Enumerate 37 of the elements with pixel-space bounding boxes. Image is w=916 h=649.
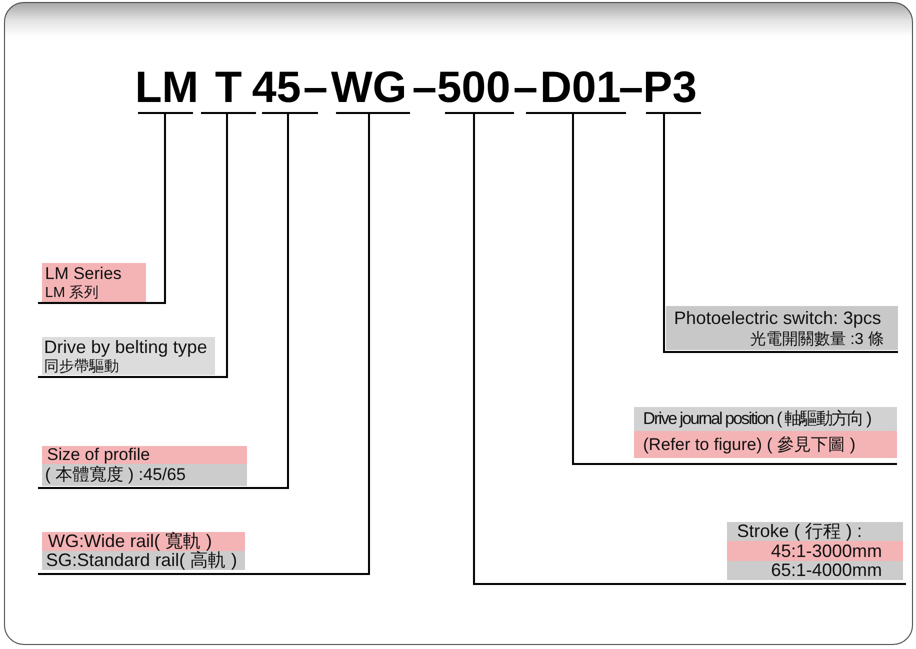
- underlined-label: [38, 263, 150, 304]
- underlined-label: [38, 337, 219, 378]
- code-segment: LM: [135, 64, 199, 114]
- underlined-label: [38, 532, 249, 575]
- label-text: Photoelectric switch: 3pcs: [666, 306, 898, 330]
- code-segment: 500: [437, 64, 514, 114]
- label-text: 45:1-3000mm: [727, 541, 903, 561]
- leader-line: [251, 114, 289, 489]
- leader-line: [572, 114, 634, 465]
- leader-line: [150, 114, 166, 304]
- separator-dash: –: [303, 66, 328, 110]
- label-text: SG:Standard rail( 高軌 ): [42, 551, 245, 570]
- leader-line: [219, 114, 228, 378]
- code-segment: WG: [331, 64, 410, 114]
- label-text: (Refer to figure) ( 參見下圖 ): [634, 431, 897, 458]
- leader-line: [249, 114, 370, 575]
- label-text: Drive by belting type: [42, 337, 215, 358]
- label-text: ( 本體寬度 ) :45/65: [42, 464, 247, 486]
- label-text: Stroke ( 行程 ) :: [727, 522, 903, 541]
- leader-line: [663, 114, 666, 353]
- label-text: 65:1-4000mm: [727, 561, 903, 580]
- label-text: LM Series: [42, 263, 146, 284]
- separator-dash: –: [513, 66, 538, 110]
- underlined-label: [634, 407, 897, 465]
- separator-dash: –: [618, 66, 644, 110]
- label-text: Drive journal position ( 軸驅動方向 ): [634, 407, 897, 431]
- separator-dash: –: [412, 66, 437, 110]
- underlined-label: [38, 446, 251, 489]
- leader-line: [473, 114, 727, 585]
- label-text: WG:Wide rail( 寬軌 ): [42, 532, 245, 551]
- label-text: Size of profile: [42, 446, 247, 464]
- label-text: 光電開關數量 :3 條: [666, 330, 898, 350]
- underlined-label: [727, 522, 906, 585]
- code-segment: P3: [643, 64, 701, 114]
- underlined-label: [666, 306, 898, 353]
- label-text: 同步帶驅動: [42, 358, 215, 375]
- label-text: LM 系列: [42, 284, 146, 302]
